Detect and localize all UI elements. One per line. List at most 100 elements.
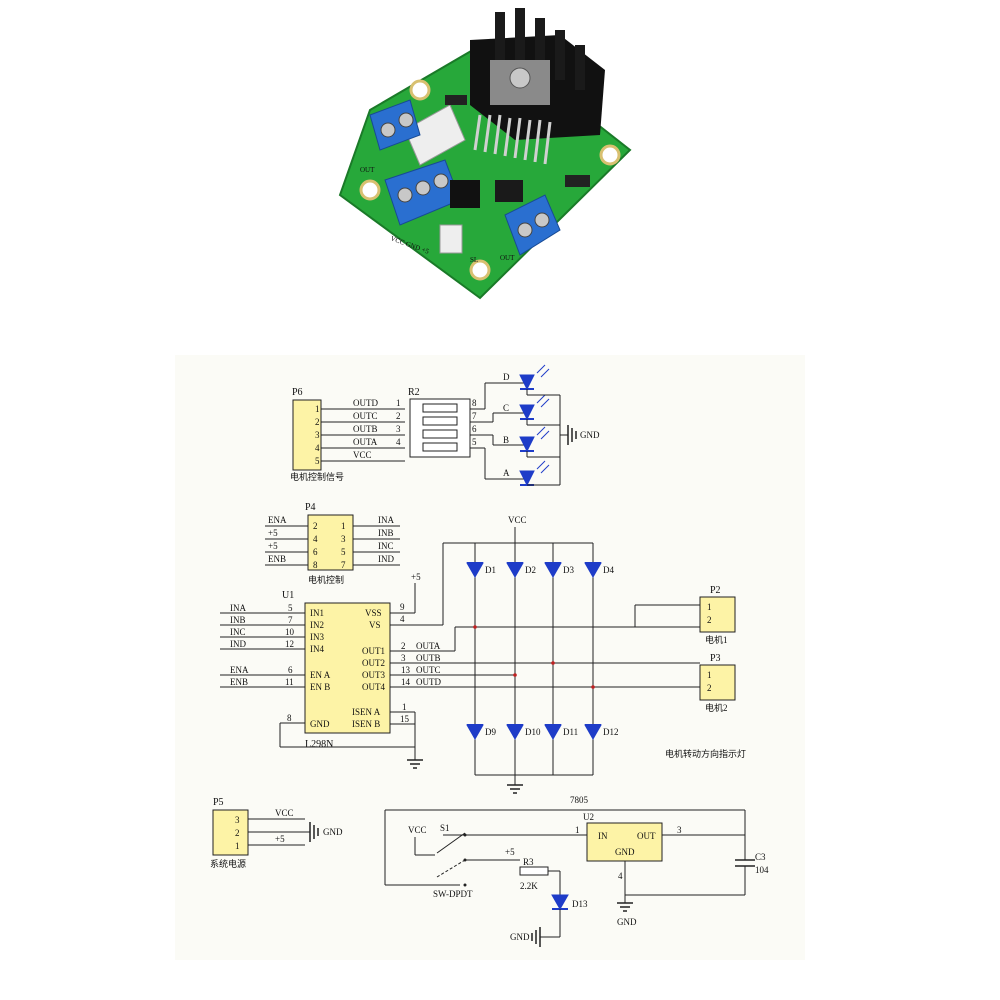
terminal-left [369,99,421,151]
smd-diode [565,175,590,187]
u1-pin: 13 [401,665,411,675]
mount-hole [469,259,491,281]
bridge-vcc-label: VCC [508,515,527,525]
board-photo: OUT VCC GND +5 OUT SL [330,0,640,305]
p6-pin: 5 [315,456,320,466]
u2-pin: 1 [575,825,580,835]
u1-out-signal: OUTC [416,665,441,675]
schematic-diagram: P6 1 2 3 4 5 电机控制信号 OUTD OUTC OUTB OUTA … [175,355,805,960]
label-out-right: OUT [500,254,515,262]
p6-pin: 4 [315,443,320,453]
terminal-power [384,159,461,226]
diode-label: D3 [563,565,574,575]
p4-pin: 5 [341,547,346,557]
u1-out-signal: OUTB [416,653,441,663]
d13-ref: D13 [572,899,588,909]
r2-pin: 4 [396,437,401,447]
u1-pin-name: IN4 [310,644,324,654]
u1-pin: 14 [401,677,411,687]
diode-label: D11 [563,727,578,737]
u1-pin: 6 [288,665,293,675]
r2-ref: R2 [408,387,420,398]
u1-in-signal: IND [230,639,246,649]
u1-pin: 10 [285,627,295,637]
u1-name: L298N [305,739,333,750]
r2-pin: 8 [472,398,477,408]
ic-u1-l298n: U1 L298N INA INB INC IND ENA ENB 5 7 10 … [220,543,515,769]
mount-hole [599,144,621,166]
p4-caption: 电机控制 [308,574,344,585]
switch-name: SW-DPDT [433,889,473,899]
p2-pin: 2 [707,615,712,625]
power-gnd-label: GND [510,932,530,942]
p5-pin: 1 [235,841,240,851]
p4-pin: 7 [341,560,346,570]
p4-signal: INC [378,541,394,551]
regulator-chip [495,180,523,202]
u1-pin: 2 [401,641,406,651]
connector-p6: P6 1 2 3 4 5 电机控制信号 OUTD OUTC OUTB OUTA … [290,387,405,482]
p4-signal: +5 [268,541,278,551]
led-gnd-label: GND [580,430,600,440]
p4-pin: 2 [313,521,318,531]
heatsink [470,8,605,140]
u1-pin-name: VS [369,620,381,630]
u1-pin: 7 [288,615,293,625]
p4-signal: INA [378,515,394,525]
led-label: D [503,372,510,382]
u1-pin-name: EN A [310,670,331,680]
p3-pin: 1 [707,670,712,680]
u1-pin: 1 [402,702,407,712]
u1-pin-name: VSS [365,608,382,618]
smd-diode [445,95,467,105]
u1-pin-name: OUT1 [362,646,385,656]
u1-pin: 8 [287,713,292,723]
diode-label: D2 [525,565,536,575]
jumper-header [450,180,480,208]
u1-pin: 11 [285,677,294,687]
board-illustration: OUT VCC GND +5 OUT SL [338,8,632,300]
white-connector [404,104,466,166]
p4-ref: P4 [305,502,316,513]
p6-pin: 3 [315,430,320,440]
mount-hole [409,79,431,101]
u2-in-label: IN [598,831,608,841]
p4-pin: 3 [341,534,346,544]
p3-caption: 电机2 [705,702,728,713]
c3-ref: C3 [755,852,766,862]
p5-ref: P5 [213,797,224,808]
s1-ref: S1 [440,823,450,833]
u1-pin: 5 [288,603,293,613]
r2-pin: 1 [396,398,401,408]
p4-pin: 8 [313,560,318,570]
u1-pin-name: OUT2 [362,658,385,668]
r3-ref: R3 [523,857,534,867]
p4-signal: IND [378,554,394,564]
p3-pin: 2 [707,683,712,693]
u1-pin-name: IN2 [310,620,324,630]
u1-pin-name: OUT3 [362,670,385,680]
u1-in-signal: INC [230,627,246,637]
u2-ref: U2 [583,812,594,822]
connector-p4: P4 ENA +5 +5 ENB 2 4 6 8 1 3 5 7 INA INB… [265,502,400,585]
p4-signal: +5 [268,528,278,538]
p5-pin: 3 [235,815,240,825]
resistor-network-r2: R2 1 2 3 4 8 7 6 5 [396,387,485,458]
led-label: A [503,468,510,478]
p5-gnd-label: GND [323,827,343,837]
u2-gnd-label: GND [615,847,635,857]
c3-value: 104 [755,865,769,875]
p4-signal: INB [378,528,394,538]
mount-hole [359,179,381,201]
r2-pin: 3 [396,424,401,434]
p4-pin: 6 [313,547,318,557]
led-label: B [503,435,509,445]
u1-pin: 4 [400,614,405,624]
p6-signal: OUTA [353,437,378,447]
u1-pin-name: GND [310,719,330,729]
p2-caption: 电机1 [705,634,728,645]
p5-caption: 系统电源 [210,858,246,869]
p6-ref: P6 [292,387,303,398]
u1-pin: 12 [285,639,294,649]
connector-p2: P2 1 2 电机1 [699,585,736,645]
